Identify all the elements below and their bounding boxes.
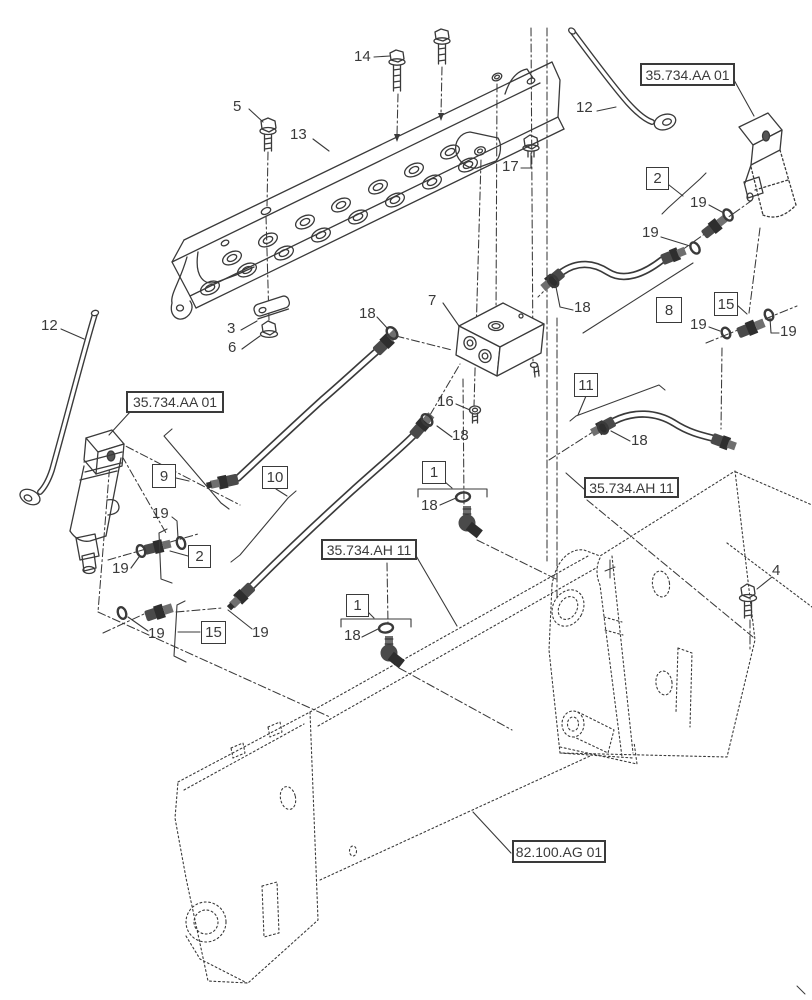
coupler-valve-7: [455, 302, 545, 378]
flange-bolt-14a: [388, 49, 406, 92]
callout-box-2-right[interactable]: 2: [646, 167, 669, 190]
callout-box-9[interactable]: 9: [152, 464, 176, 488]
hydraulic-cylinder-right: [738, 112, 797, 218]
elbow-fitting-1b: [380, 636, 405, 669]
clamp-strap-3: [253, 295, 291, 320]
mounting-plate-13: [170, 61, 565, 320]
connector-fitting-2-left: [143, 539, 172, 555]
union-fitting-15-right: [736, 318, 766, 338]
elbow-fitting-1a: [458, 506, 483, 539]
flange-bolt-14b: [433, 28, 451, 65]
callout-box-11[interactable]: 11: [574, 373, 598, 397]
callout-box-15-right[interactable]: 15: [714, 292, 738, 316]
flange-bolt-5: [259, 117, 277, 152]
callout-box-15-left[interactable]: 15: [201, 621, 226, 644]
union-fitting-15-left: [144, 603, 174, 622]
hydraulic-cylinder-left: [69, 429, 125, 575]
callout-box-2-left[interactable]: 2: [188, 545, 211, 568]
ref-label-ah11-right[interactable]: 35.734.AH 11: [584, 477, 679, 498]
hose-11: [590, 410, 737, 451]
ref-label-aa01-left[interactable]: 35.734.AA 01: [126, 391, 224, 413]
plate-holes-front-row: [199, 157, 479, 296]
flange-bolt-4: [738, 583, 758, 619]
ref-label-ag01[interactable]: 82.100.AG 01: [512, 840, 606, 863]
flange-nut-6: [259, 320, 279, 339]
hose-9: [206, 329, 399, 490]
page-corner-mark: [796, 985, 806, 995]
plate-holes-back-row: [221, 144, 461, 266]
hose-8: [540, 246, 687, 292]
hose-10: [226, 412, 435, 611]
leader-lines: [60, 55, 780, 854]
screw-16: [468, 405, 482, 424]
latch-handle-right: [568, 27, 677, 131]
callout-box-1-a[interactable]: 1: [422, 461, 446, 484]
o-rings: [116, 208, 775, 634]
callout-box-8[interactable]: 8: [656, 297, 682, 323]
callout-box-1-b[interactable]: 1: [346, 594, 369, 617]
ref-label-aa01-right[interactable]: 35.734.AA 01: [640, 63, 735, 86]
ref-label-ah11-left[interactable]: 35.734.AH 11: [321, 539, 417, 560]
loader-frame: [174, 470, 812, 984]
latch-handle-left: [19, 309, 100, 506]
callout-box-10[interactable]: 10: [262, 466, 288, 489]
flange-nut-17: [522, 134, 540, 158]
